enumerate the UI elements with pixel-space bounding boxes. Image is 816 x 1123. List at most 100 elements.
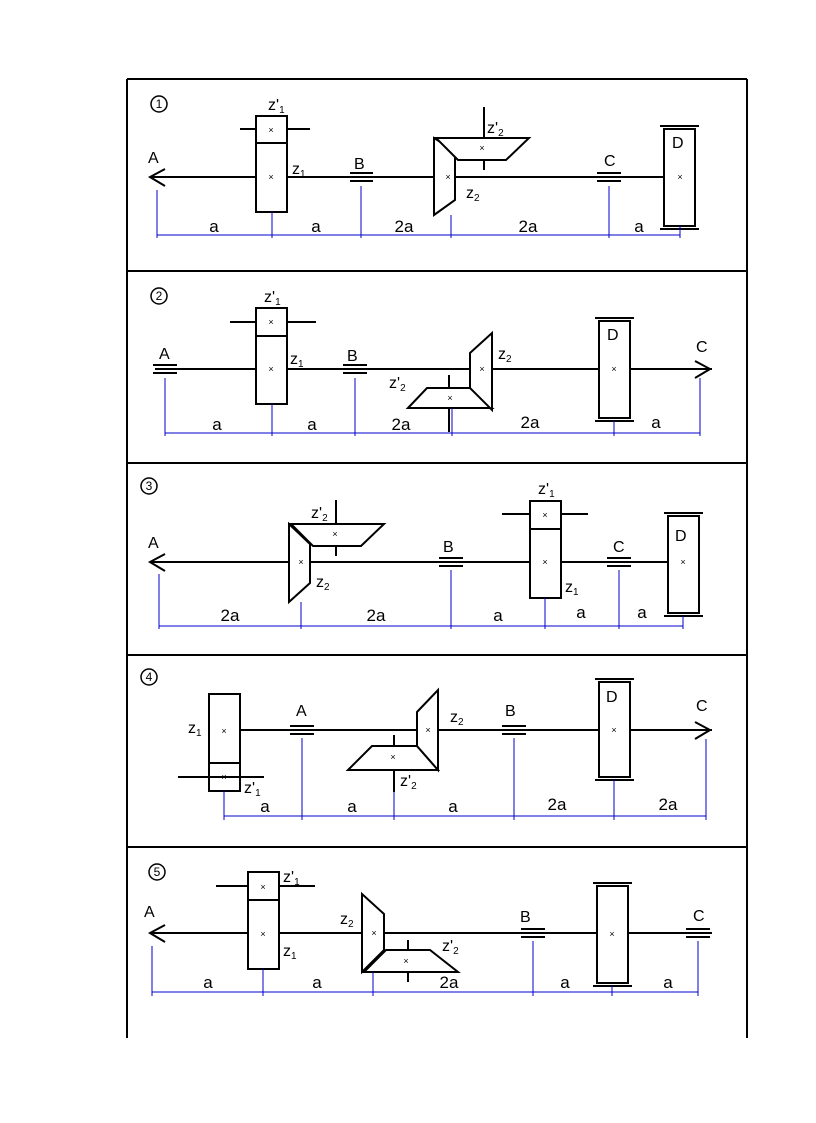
center-mark: × xyxy=(445,172,450,182)
dimension-label: 2a xyxy=(440,973,459,992)
gear-z1 xyxy=(529,528,562,599)
label-z2: z2 xyxy=(450,709,464,728)
dimension-label: 2a xyxy=(367,606,386,625)
frame xyxy=(126,78,748,1038)
label-z2: z2 xyxy=(466,185,480,204)
dimension-label: a xyxy=(209,217,219,236)
dimension-label: a xyxy=(311,217,321,236)
dimension-label: a xyxy=(634,217,644,236)
pulley-d xyxy=(598,681,631,778)
center-mark: × xyxy=(260,882,265,892)
label-z2: z2 xyxy=(316,574,330,593)
label-z2-prime: z'2 xyxy=(311,505,328,524)
bevel-gear-z2-prime xyxy=(361,949,461,973)
gear-z1 xyxy=(208,693,241,764)
dimension-label: a xyxy=(448,797,458,816)
dimension-label: a xyxy=(493,606,503,625)
gear-z1-prime xyxy=(255,115,288,144)
label-z1-prime: z'1 xyxy=(538,481,555,500)
dimension-lines xyxy=(223,738,707,820)
dimension-label: a xyxy=(307,415,317,434)
center-mark: × xyxy=(542,510,547,520)
center-mark: × xyxy=(268,317,273,327)
dimension-lines xyxy=(156,186,681,238)
dimension-label: 2a xyxy=(548,795,567,814)
label-z1-prime: z'1 xyxy=(283,869,300,888)
label-c: C xyxy=(613,539,625,556)
support-c-symbol xyxy=(694,360,713,379)
label-d: D xyxy=(607,327,619,344)
label-a: A xyxy=(148,535,159,552)
dimension-lines xyxy=(151,941,699,996)
center-mark: × xyxy=(390,752,395,762)
panel-number-circle xyxy=(140,668,158,686)
center-mark: × xyxy=(609,929,614,939)
center-mark: × xyxy=(371,928,376,938)
dimension-label: a xyxy=(637,603,647,622)
label-d: D xyxy=(606,689,618,706)
center-mark: × xyxy=(611,725,616,735)
label-b: B xyxy=(443,539,454,556)
label-z1: z1 xyxy=(565,579,579,598)
label-z2-prime: z'2 xyxy=(442,938,459,957)
panel-number: 5 xyxy=(154,865,161,879)
panel-number-circle xyxy=(150,95,168,113)
label-a: A xyxy=(159,346,170,363)
center-mark: × xyxy=(268,364,273,374)
center-mark: × xyxy=(479,364,484,374)
dimension-label: a xyxy=(312,973,322,992)
label-z1-prime: z'1 xyxy=(264,289,281,308)
center-mark: × xyxy=(542,557,547,567)
dimension-label: a xyxy=(212,415,222,434)
label-c: C xyxy=(696,698,708,715)
center-mark: × xyxy=(268,125,273,135)
center-mark: × xyxy=(680,557,685,567)
gear-z1 xyxy=(247,899,280,970)
label-b: B xyxy=(347,348,358,365)
center-mark: × xyxy=(332,529,337,539)
dimension-label: 2a xyxy=(392,415,411,434)
center-mark: × xyxy=(447,393,452,403)
label-a: A xyxy=(144,904,155,921)
center-mark: × xyxy=(479,143,484,153)
scheme-panel-5: 5 × × × × × A z'1 z1 z xyxy=(144,863,712,996)
label-z2-prime: z'2 xyxy=(487,120,504,139)
scheme-panel-2: 2 × × × × × A B C D xyxy=(150,287,713,436)
label-b: B xyxy=(354,156,365,173)
pulley-d xyxy=(667,515,700,614)
support-a-symbol xyxy=(147,924,166,943)
support-a-symbol xyxy=(147,553,166,572)
scheme-panel-3: 3 × × × × × A B C D xyxy=(140,477,703,629)
bevel-gear-z2 xyxy=(361,891,385,975)
dimension-lines xyxy=(164,378,701,436)
pulley-d xyxy=(598,320,631,419)
gear-z1-prime xyxy=(529,500,562,530)
label-c: C xyxy=(696,339,708,356)
center-mark: × xyxy=(403,956,408,966)
pulley-d xyxy=(663,128,696,227)
label-a: A xyxy=(148,150,159,167)
label-z2-prime: z'2 xyxy=(400,773,417,792)
center-mark: × xyxy=(221,726,226,736)
label-d: D xyxy=(675,528,687,545)
support-c-symbol xyxy=(694,721,713,740)
dimension-label: a xyxy=(260,797,270,816)
dimension-label: a xyxy=(560,973,570,992)
dimension-label: 2a xyxy=(395,217,414,236)
center-mark: × xyxy=(260,929,265,939)
dimension-label: a xyxy=(663,973,673,992)
panel-number: 1 xyxy=(156,97,163,111)
label-b: B xyxy=(505,703,516,720)
gear-z1 xyxy=(255,142,288,213)
center-mark: × xyxy=(221,772,226,782)
pulley-d xyxy=(596,885,629,984)
label-z2: z2 xyxy=(340,911,354,930)
dimension-lines xyxy=(158,570,684,629)
panel-number-circle xyxy=(148,863,166,881)
center-mark: × xyxy=(298,557,303,567)
label-z1-prime: z'1 xyxy=(268,97,285,116)
label-z1: z1 xyxy=(188,720,202,739)
dimension-label: a xyxy=(651,413,661,432)
bevel-gear-z2 xyxy=(469,330,493,413)
